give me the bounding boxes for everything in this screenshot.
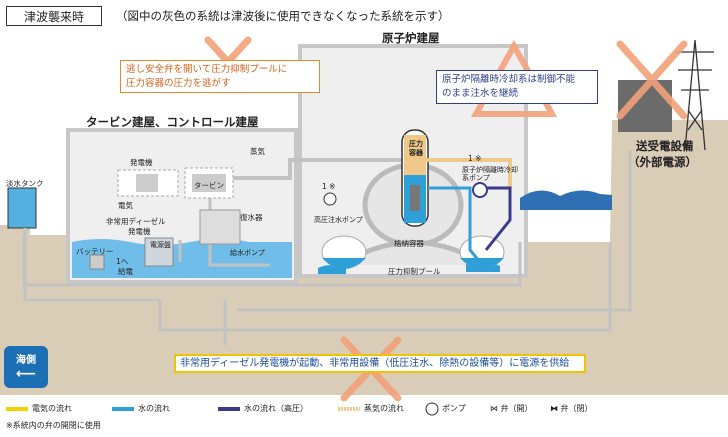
turbine-label: タービン [194,181,224,190]
battery-label: バッテリー [76,247,114,256]
condenser-label: 復水器 [240,213,263,222]
rcic-callout-line2: のまま注水を継続 [442,88,519,99]
electric-label: 電気 [118,201,133,210]
footnote: ※系統内の弁の開閉に使用 [6,421,101,430]
legend-water: 水の流れ [138,404,170,413]
hpi-pump-shape [323,192,337,206]
fresh-tank-body [7,187,37,229]
generator-label: 発電機 [130,158,153,167]
rcic-callout: 原子炉隔離時冷却系は制御不能 のまま注水を継続 [436,70,598,104]
condensate-pump-label: 給水ポンプ [230,249,265,257]
srv-callout: 逃し安全弁を開いて圧力抑制プールに 圧力容器の圧力を逃がす [120,60,320,93]
valve-open-icon: ⋈ [490,404,501,413]
supply-label-2: 給電 [118,267,133,276]
legend-electric: 電気の流れ [32,404,72,413]
steam-label: 蒸気 [250,147,265,156]
reactor-building-label: 原子炉建屋 [382,31,440,45]
edg-callout: 非常用ディーゼル発電機が起動、非常用設備（低圧注水、除熱の設備等）に電源を供給 [174,354,586,373]
rcic-mark: 1 ※ [468,154,482,163]
arrow-left-icon: ⟵ [15,366,37,382]
power-equipment-label: 送受電設備 [636,139,694,153]
edg-room-label: 電源盤 [150,241,171,249]
rcic-pump-shape [472,182,488,198]
legend-water-hp: 水の流れ（高圧） [244,404,308,413]
legend-valve-open: ⋈ 弁（開） [490,403,533,414]
legend-steam: 蒸気の流れ [364,404,404,413]
edg-label-2: 発電機 [128,227,151,236]
sp-label: 圧力抑制プール [388,267,441,276]
header-note: （図中の灰色の系統は津波後に使用できなくなった系統を示す） [116,9,450,23]
legend-valve-closed: ⧓ 弁（閉） [550,403,593,414]
sea-wave [520,190,612,210]
rcic-callout-line1: 原子炉隔離時冷却系は制御不能 [442,74,576,85]
hpi-pump-label: 高圧注水ポンプ [314,216,363,224]
rcic-pump-label: 原子炉隔離時冷却系ポンプ [462,166,518,182]
pcv-label: 格納容器 [394,239,424,248]
legend-valve-closed-text: 弁（閉） [560,404,593,413]
turbine-building-label: タービン建屋、コントロール建屋 [86,115,259,129]
header-badge: 津波襲来時 [6,6,102,26]
srv-callout-line1: 逃し安全弁を開いて圧力抑制プールに [126,64,288,75]
fresh-tank-label: 淡水タンク [6,179,44,188]
flood-water [72,239,292,278]
legend-pump: ポンプ [442,404,466,413]
hpi-mark: 1 ※ [322,182,336,191]
edg-label: 非常用ディーゼル [106,217,166,226]
valve-closed-icon: ⧓ [550,404,561,413]
sea-side-label: 海側 [16,355,36,366]
supply-label-1: 1へ [116,257,129,266]
legend-valve-open-text: 弁（開） [500,404,533,413]
power-equipment-sublabel: （外部電源） [628,155,697,169]
sea-side-badge: 海側 ⟵ [4,346,48,388]
rpv-label: 圧力容器 [409,140,423,157]
srv-callout-line2: 圧力容器の圧力を逃がす [126,78,231,89]
